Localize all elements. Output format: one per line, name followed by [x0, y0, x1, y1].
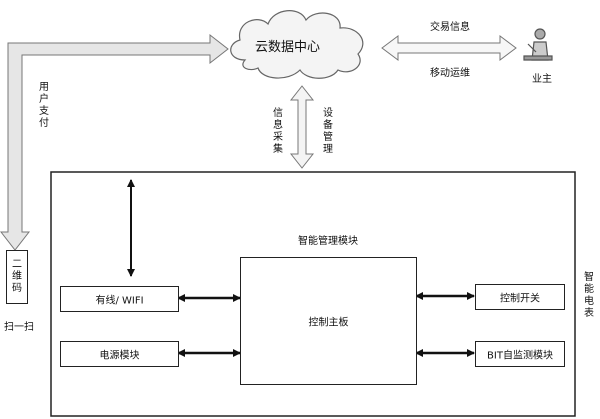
info-collect-label: 信息采集: [273, 108, 283, 155]
power-module-box: 电源模块: [60, 341, 179, 367]
bit-module-box: BIT自监测模块: [475, 341, 565, 367]
bit-module-label: BIT自监测模块: [487, 350, 553, 362]
scan-label: 扫一扫: [4, 322, 34, 333]
main-board-label: 控制主板: [308, 317, 349, 329]
cloud-meter-arrow: [289, 85, 315, 169]
person-at-desk-icon: [523, 28, 553, 61]
power-module-label: 电源模块: [99, 350, 140, 362]
main-board-box: 控制主板: [240, 257, 417, 385]
device-mgmt-label: 设备管理: [323, 108, 333, 155]
wired-wifi-label: 有线/ WIFI: [95, 295, 144, 307]
cloud-shape: [230, 10, 364, 79]
mobile-ops-label: 移动运维: [430, 68, 470, 79]
user-payment-label: 用户支付: [39, 82, 49, 129]
owner-label: 业主: [532, 74, 552, 85]
control-switch-label: 控制开关: [500, 293, 540, 305]
transaction-label: 交易信息: [430, 22, 470, 33]
meter-frame: [50, 171, 576, 417]
smart-meter-label: 智能电表: [584, 272, 594, 319]
wired-wifi-box: 有线/ WIFI: [60, 286, 179, 312]
cloud-owner-arrow: [381, 35, 517, 61]
control-switch-box: 控制开关: [475, 284, 565, 310]
payment-flow-arrow: [0, 33, 229, 251]
management-module-title: 智能管理模块: [298, 236, 358, 247]
cloud-label: 云数据中心: [255, 40, 321, 55]
qr-code-label: 二维码: [12, 259, 22, 294]
qr-code-box: 二维码: [6, 250, 28, 304]
